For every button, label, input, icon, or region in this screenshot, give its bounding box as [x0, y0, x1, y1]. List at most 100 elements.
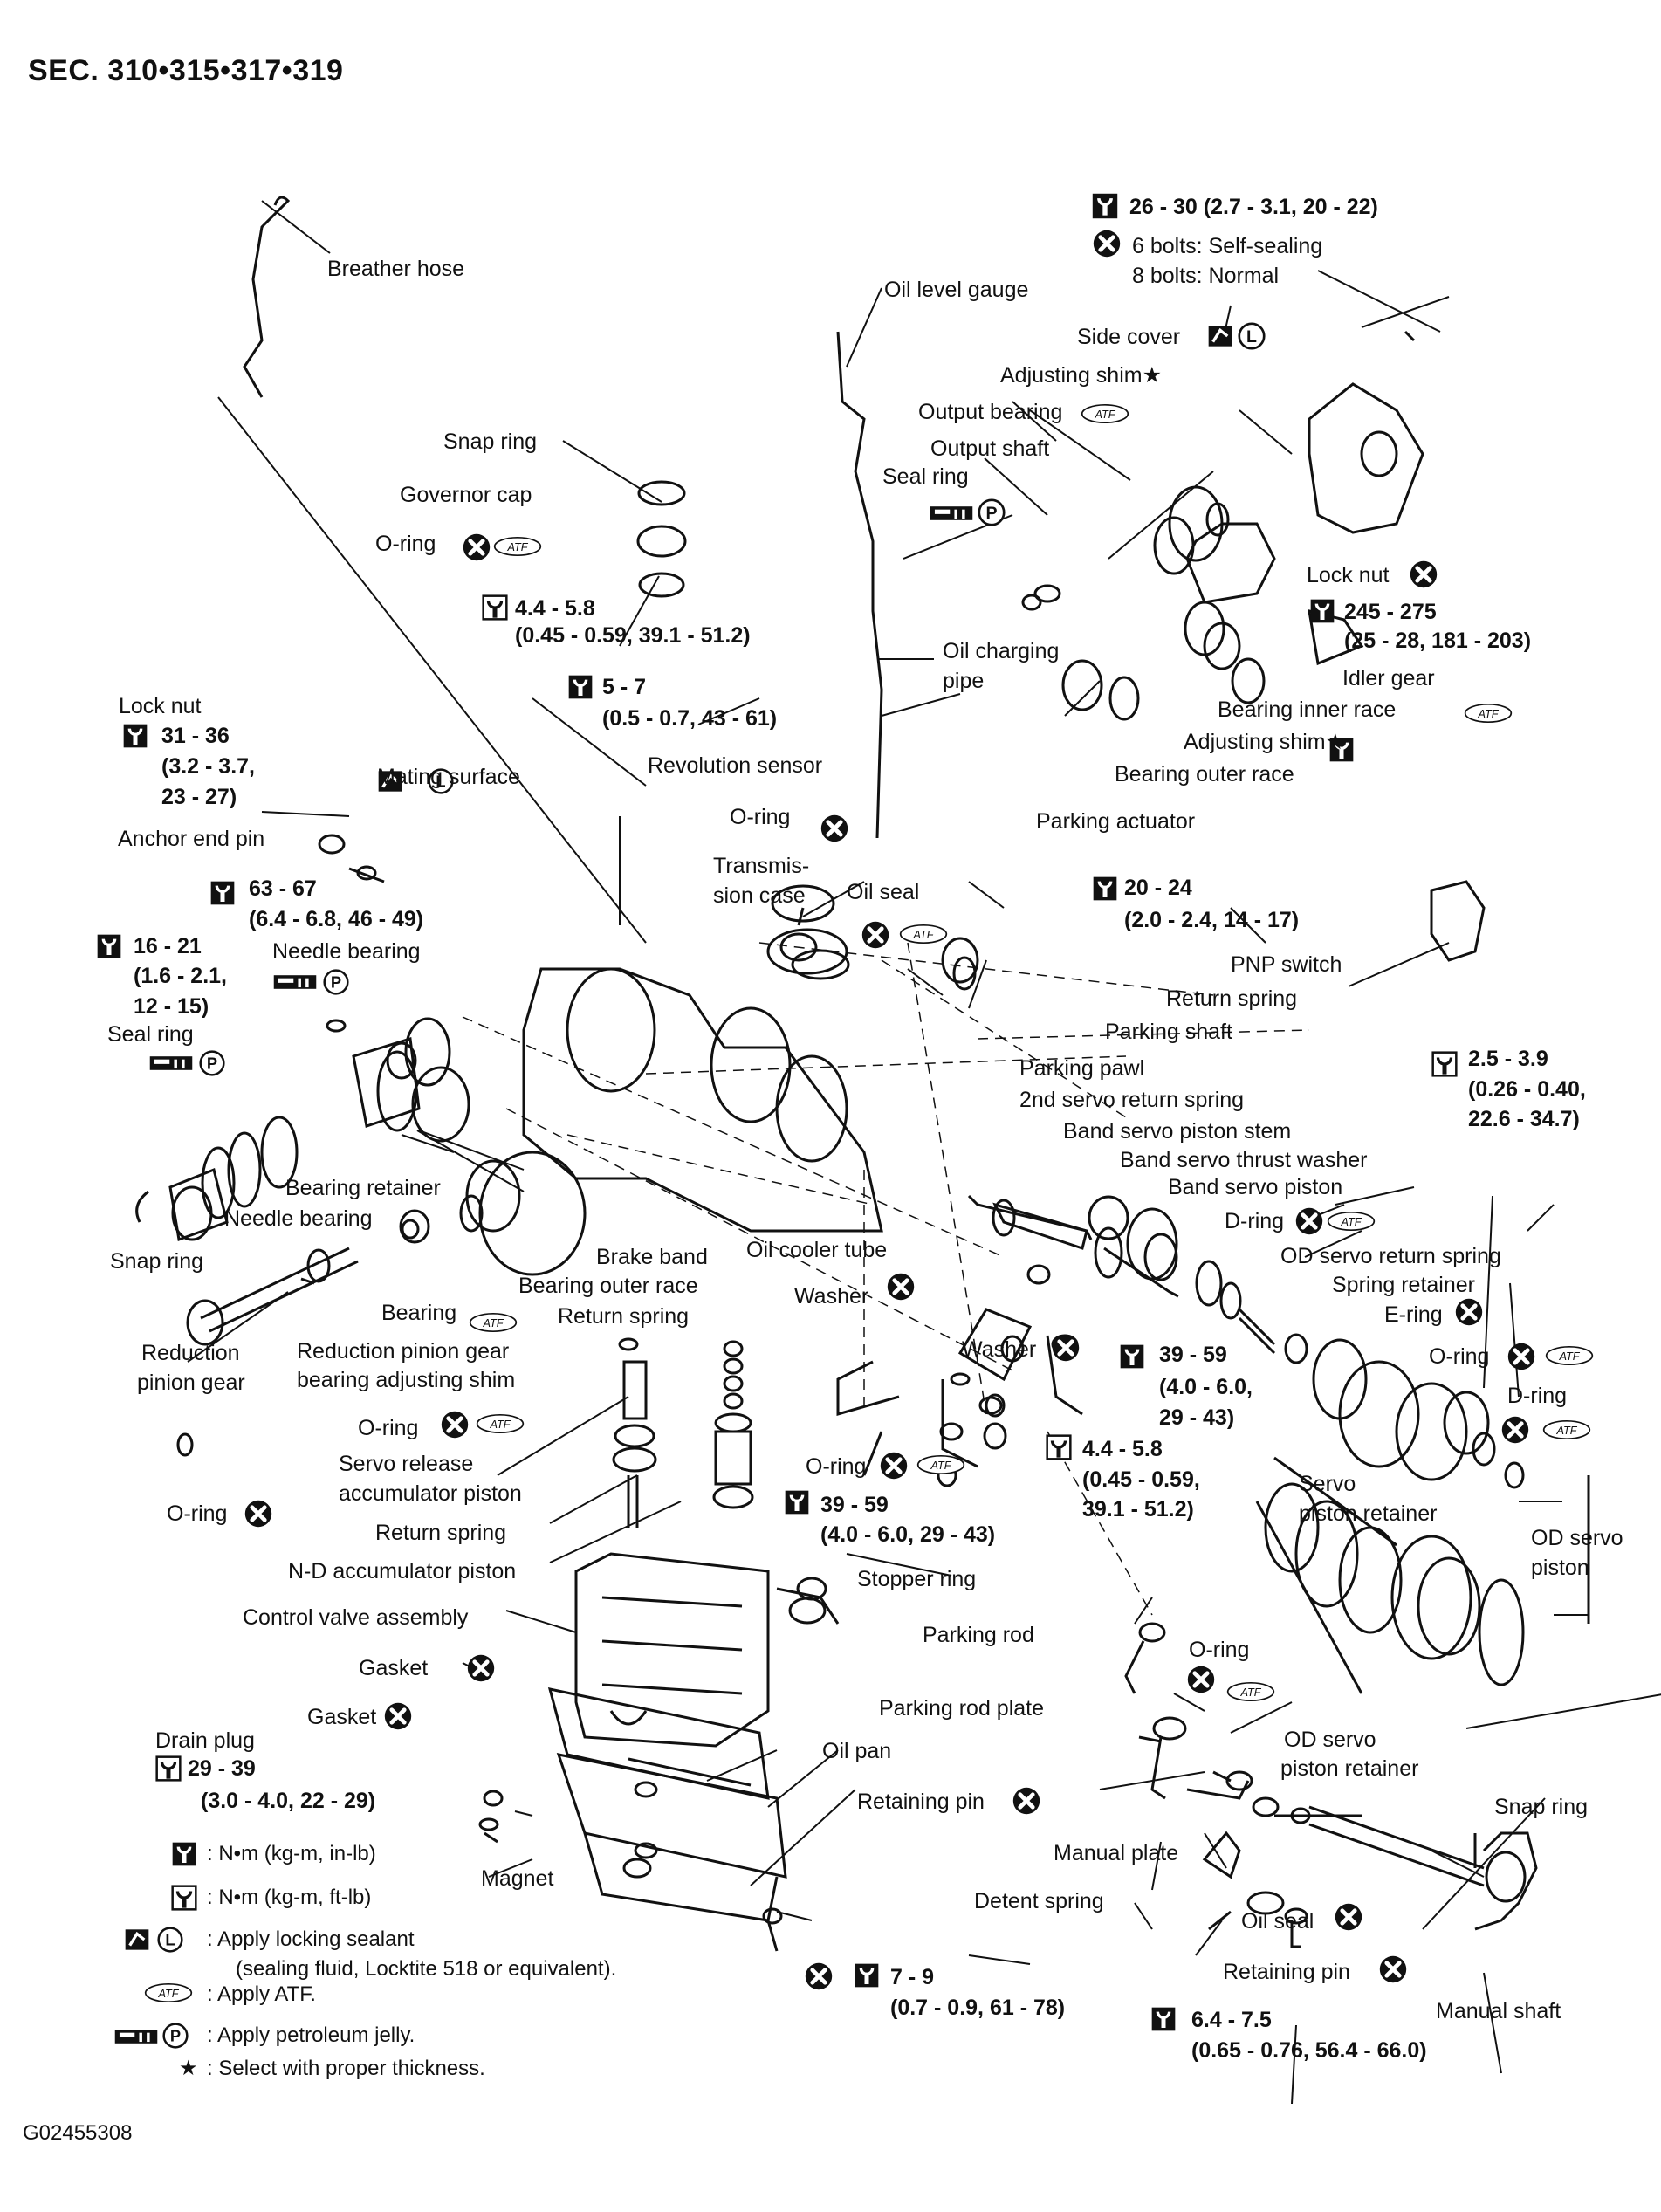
label-o-ring-left: O-ring — [167, 1501, 228, 1526]
torque-pipe-1: 5 - 7 — [602, 675, 647, 699]
torque-cooler-1: 39 - 59 — [1159, 1343, 1227, 1367]
legend-in-lb: : N•m (kg-m, in-lb) — [207, 1842, 376, 1865]
label-gasket-2: Gasket — [307, 1705, 377, 1729]
label-normal-bolts: 8 bolts: Normal — [1132, 264, 1280, 288]
torque-cooler-b-2: (0.45 - 0.59, — [1082, 1467, 1200, 1492]
torque-lock-nut-left-3: 23 - 27) — [161, 785, 237, 809]
torque-cooler-2: (4.0 - 6.0, — [1159, 1375, 1253, 1399]
label-return-spring-park: Return spring — [1166, 986, 1298, 1011]
label-snap-ring-top: Snap ring — [443, 429, 538, 454]
legend-sealant-1: : Apply locking sealant — [207, 1927, 415, 1951]
torque-lock-nut-right-2: (25 - 28, 181 - 203) — [1344, 629, 1532, 653]
figure-code: G02455308 — [23, 2121, 133, 2145]
label-bearing-outer-race-left: Bearing outer race — [518, 1274, 698, 1298]
label-e-ring: E-ring — [1384, 1302, 1443, 1327]
label-second-servo-return-spring: 2nd servo return spring — [1019, 1088, 1245, 1112]
label-oil-seal-low: Oil seal — [1241, 1909, 1314, 1934]
label-od-servo-piston-1: OD servo — [1531, 1526, 1623, 1550]
torque-cooler-c-1: 39 - 59 — [820, 1493, 889, 1517]
label-band-servo-piston: Band servo piston — [1168, 1175, 1343, 1199]
part-sketches — [135, 196, 1590, 1952]
label-od-servo-retainer-1: OD servo — [1284, 1728, 1376, 1752]
torque-governor-1: 4.4 - 5.8 — [515, 596, 595, 621]
label-band-servo-piston-stem: Band servo piston stem — [1063, 1119, 1292, 1144]
label-transmission-case-2: sion case — [713, 883, 806, 908]
label-oil-level-gauge: Oil level gauge — [884, 278, 1029, 302]
label-output-bearing: Output bearing — [918, 400, 1063, 424]
torque-cooler-3: 29 - 43) — [1159, 1405, 1235, 1430]
label-o-ring-4: O-ring — [358, 1416, 419, 1440]
label-lock-nut-left: Lock nut — [119, 694, 202, 718]
label-snap-ring-left: Snap ring — [110, 1249, 204, 1274]
label-mating-surface: Mating surface — [377, 765, 520, 789]
label-oil-seal-top: Oil seal — [847, 880, 920, 904]
label-transmission-case-1: Transmis- — [713, 854, 810, 878]
torque-manual-1: 6.4 - 7.5 — [1191, 2008, 1272, 2032]
torque-lock-nut-left-2: (3.2 - 3.7, — [161, 754, 255, 779]
label-bearing-retainer: Bearing retainer — [285, 1176, 441, 1200]
label-oil-charging-pipe-1: Oil charging — [943, 639, 1060, 663]
label-reduction-1: Reduction — [141, 1341, 240, 1365]
label-od-servo-return-spring: OD servo return spring — [1280, 1244, 1501, 1268]
label-parking-pawl: Parking pawl — [1019, 1056, 1145, 1081]
legend-ft-lb: : N•m (kg-m, ft-lb) — [207, 1886, 372, 1909]
torque-parking-2: (2.0 - 2.4, 14 - 17) — [1124, 908, 1300, 932]
label-governor-cap: Governor cap — [400, 483, 532, 507]
label-servo-release-2: accumulator piston — [339, 1481, 522, 1506]
label-o-ring-2: O-ring — [730, 805, 791, 829]
label-nd-accumulator-piston: N-D accumulator piston — [288, 1559, 517, 1583]
torque-governor-2: (0.45 - 0.59, 39.1 - 51.2) — [515, 623, 751, 648]
torque-parking-1: 20 - 24 — [1124, 876, 1192, 900]
label-od-servo-piston-2: piston — [1531, 1556, 1589, 1580]
torque-drain-2: (3.0 - 4.0, 22 - 29) — [201, 1789, 376, 1813]
label-parking-shaft: Parking shaft — [1105, 1020, 1232, 1044]
label-control-valve-assembly: Control valve assembly — [243, 1605, 469, 1630]
label-needle-bearing-top: Needle bearing — [272, 939, 421, 964]
label-anchor-end-pin: Anchor end pin — [118, 827, 265, 851]
torque-pnp-2: (0.26 - 0.40, — [1468, 1077, 1586, 1102]
label-gasket-1: Gasket — [359, 1656, 429, 1680]
label-self-sealing-bolts: 6 bolts: Self-sealing — [1132, 234, 1323, 258]
section-title: SEC. 310•315•317•319 — [28, 54, 344, 87]
label-reduction-2: pinion gear — [137, 1370, 245, 1395]
torque-side-cover: 26 - 30 (2.7 - 3.1, 20 - 22) — [1129, 195, 1378, 219]
legend-jelly: : Apply petroleum jelly. — [207, 2023, 415, 2047]
torque-drain-1: 29 - 39 — [188, 1756, 256, 1781]
label-return-spring-mid: Return spring — [558, 1304, 690, 1329]
label-washer-1: Washer — [794, 1284, 869, 1309]
label-output-shaft: Output shaft — [930, 436, 1050, 461]
legend-atf: : Apply ATF. — [207, 1982, 316, 2006]
torque-cooler-c-2: (4.0 - 6.0, 29 - 43) — [820, 1522, 996, 1547]
label-d-ring-1: D-ring — [1225, 1209, 1285, 1233]
label-oil-cooler-tube: Oil cooler tube — [746, 1238, 888, 1262]
torque-anchor-2: (6.4 - 6.8, 46 - 49) — [249, 907, 424, 931]
label-detent-spring: Detent spring — [974, 1889, 1104, 1913]
torque-manual-2: (0.65 - 0.76, 56.4 - 66.0) — [1191, 2038, 1427, 2063]
label-o-ring-6: O-ring — [1189, 1638, 1250, 1662]
label-servo-piston-retainer-2: piston retainer — [1299, 1501, 1438, 1526]
label-servo-piston-retainer-1: Servo — [1299, 1472, 1356, 1496]
torque-pnp-3: 22.6 - 34.7) — [1468, 1107, 1580, 1131]
label-reduction-shim-1: Reduction pinion gear — [297, 1339, 510, 1364]
label-bearing-inner-race: Bearing inner race — [1218, 697, 1397, 722]
torque-retainer-3: 12 - 15) — [134, 994, 209, 1019]
label-magnet: Magnet — [481, 1866, 554, 1891]
label-manual-plate: Manual plate — [1054, 1841, 1179, 1865]
legend-star: ★ — [179, 2057, 198, 2080]
legend-select: : Select with proper thickness. — [207, 2057, 485, 2080]
label-retaining-pin-2: Retaining pin — [1223, 1960, 1350, 1984]
torque-anchor-1: 63 - 67 — [249, 876, 317, 901]
legend-sealant-2: (sealing fluid, Locktite 518 or equivale… — [236, 1957, 617, 1981]
label-stopper-ring: Stopper ring — [857, 1567, 977, 1591]
label-snap-ring-right: Snap ring — [1494, 1795, 1589, 1819]
torque-pan-2: (0.7 - 0.9, 61 - 78) — [890, 1996, 1066, 2020]
label-lock-nut-right: Lock nut — [1307, 563, 1390, 587]
label-oil-pan: Oil pan — [822, 1739, 892, 1763]
label-idler-gear: Idler gear — [1342, 666, 1435, 690]
label-parking-rod-plate: Parking rod plate — [879, 1696, 1045, 1721]
label-retaining-pin-1: Retaining pin — [857, 1790, 985, 1814]
label-return-spring-low: Return spring — [375, 1521, 507, 1545]
label-o-ring-5: O-ring — [806, 1454, 867, 1479]
